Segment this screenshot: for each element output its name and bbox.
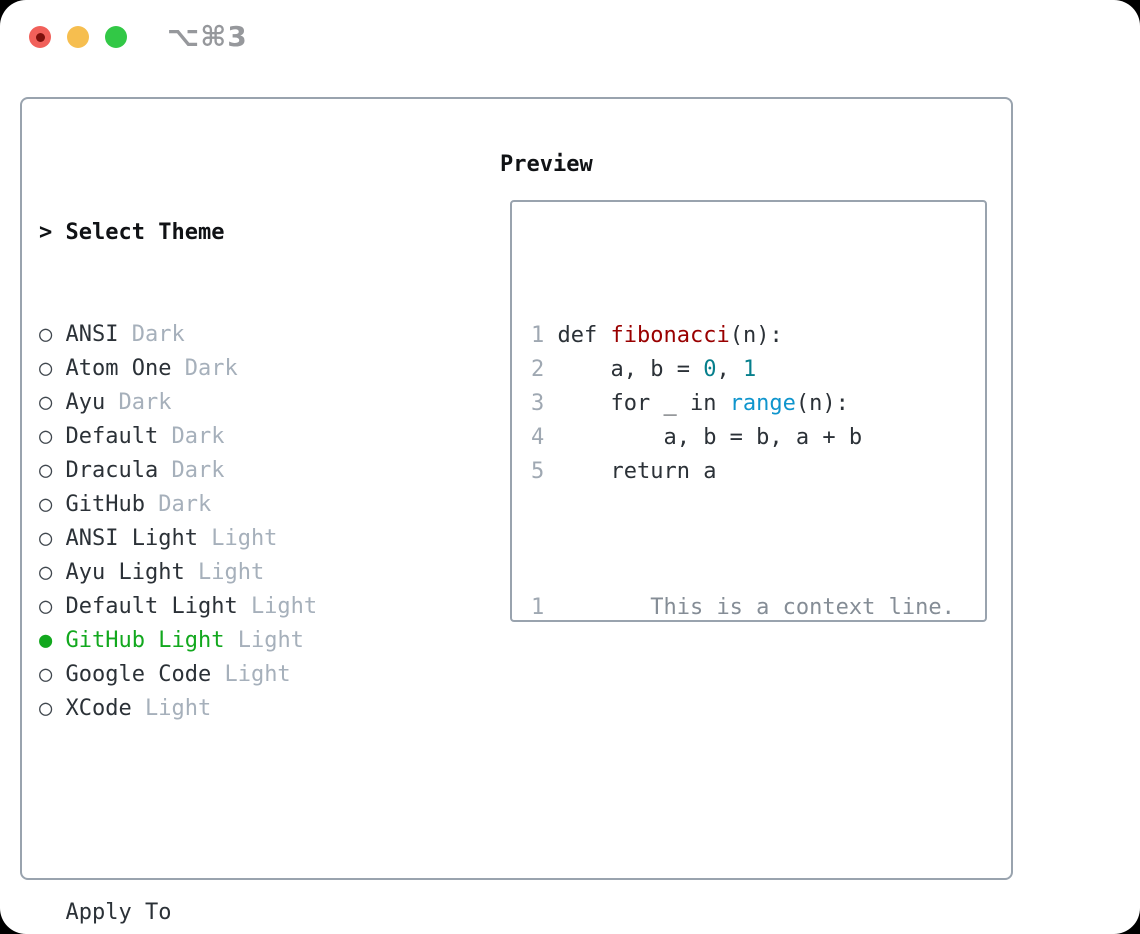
radio-unselected-icon: ○: [39, 458, 53, 483]
option-label: GitHub: [65, 492, 145, 517]
option-label: Atom One: [65, 356, 172, 381]
option-label: Ayu: [65, 390, 106, 415]
line-number: 2: [531, 357, 545, 382]
code-line: 1 def fibonacci(n):: [531, 319, 985, 353]
option-tag: Light: [224, 662, 291, 687]
option-tag: Light: [144, 696, 212, 721]
radio-unselected-icon: ○: [39, 322, 53, 347]
radio-unselected-icon: ○: [39, 356, 53, 381]
option-tag: Dark: [131, 322, 185, 347]
option-label: GitHub Light: [65, 628, 225, 653]
code-line: 3 for _ in range(n):: [531, 387, 985, 421]
apply-to-title: Apply To: [65, 900, 172, 925]
option-label: XCode: [65, 696, 132, 721]
option-tag: Dark: [158, 492, 212, 517]
code-token: a, b = b, a + b: [557, 425, 863, 450]
theme-option-ansi-dark[interactable]: ○ ANSI Dark: [39, 318, 410, 352]
theme-option-dracula-dark[interactable]: ○ Dracula Dark: [39, 454, 410, 488]
theme-option-github-dark[interactable]: ○ GitHub Dark: [39, 488, 410, 522]
close-dot-icon: [35, 32, 45, 42]
radio-unselected-icon: ○: [39, 594, 53, 619]
theme-option-default-dark[interactable]: ○ Default Dark: [39, 420, 410, 454]
radio-selected-icon: ●: [39, 628, 53, 653]
code-token: (n):: [795, 391, 849, 416]
theme-list-header: > Select Theme: [39, 216, 410, 250]
minimize-button[interactable]: [67, 26, 89, 48]
option-label: Google Code: [65, 662, 212, 687]
theme-option-ayu-light-light[interactable]: ○ Ayu Light Light: [39, 556, 410, 590]
radio-unselected-icon: ○: [39, 526, 53, 551]
option-label: Ayu Light: [65, 560, 185, 585]
option-label: Default: [65, 424, 159, 449]
option-label: Dracula: [65, 458, 159, 483]
radio-unselected-icon: ○: [39, 696, 53, 721]
code-token: 0: [703, 357, 717, 382]
theme-list: ○ ANSI Dark○ Atom One Dark○ Ayu Dark○ De…: [39, 318, 410, 726]
theme-option-google-code-light[interactable]: ○ Google Code Light: [39, 658, 410, 692]
line-number: 3: [531, 391, 545, 416]
code-token: 1: [742, 357, 757, 382]
preview-title: Preview: [500, 152, 593, 177]
option-tag: Dark: [171, 458, 225, 483]
code-token: (n):: [729, 323, 783, 348]
code-token: a, b =: [557, 357, 704, 382]
option-tag: Dark: [171, 424, 225, 449]
theme-option-default-light-light[interactable]: ○ Default Light Light: [39, 590, 410, 624]
code-token: def: [557, 323, 611, 348]
option-label: ANSI Light: [65, 526, 198, 551]
radio-unselected-icon: ○: [39, 560, 53, 585]
theme-picker-panel: > Select Theme ○ ANSI Dark○ Atom One Dar…: [20, 97, 1013, 925]
prompt-caret-icon: >: [39, 220, 53, 245]
theme-option-ayu-dark[interactable]: ○ Ayu Dark: [39, 386, 410, 420]
code-line: 4 a, b = b, a + b: [531, 421, 985, 455]
option-tag: Light: [211, 526, 278, 551]
option-tag: Light: [250, 594, 318, 619]
apply-to-header: Apply To: [39, 896, 410, 930]
line-number: 1: [531, 323, 545, 348]
line-number: 1: [531, 595, 545, 620]
diff-line-context: 1 This is a context line.: [531, 591, 985, 620]
radio-unselected-icon: ○: [39, 424, 53, 449]
close-button[interactable]: [29, 26, 51, 48]
option-tag: Dark: [184, 356, 238, 381]
line-number: 4: [531, 425, 545, 450]
radio-unselected-icon: ○: [39, 662, 53, 687]
zoom-button[interactable]: [105, 26, 127, 48]
code-token: range: [729, 391, 796, 416]
code-token: ,: [716, 357, 743, 382]
theme-list-title: Select Theme: [65, 220, 225, 245]
radio-unselected-icon: ○: [39, 390, 53, 415]
theme-option-github-light-light[interactable]: ● GitHub Light Light: [39, 624, 410, 658]
diff-preview: 1 This is a context line.2 - This line w…: [531, 591, 985, 620]
option-label: Default Light: [65, 594, 238, 619]
diff-text: This is a context line.: [557, 595, 955, 620]
line-number: 5: [531, 459, 545, 484]
theme-option-xcode-light[interactable]: ○ XCode Light: [39, 692, 410, 726]
window-shortcut-label: ⌥⌘3: [167, 20, 248, 53]
theme-option-ansi-light-light[interactable]: ○ ANSI Light Light: [39, 522, 410, 556]
option-tag: Light: [237, 628, 304, 653]
theme-list-pane: > Select Theme ○ ANSI Dark○ Atom One Dar…: [39, 148, 410, 934]
code-token: return a: [557, 459, 717, 484]
option-label: ANSI: [65, 322, 119, 347]
theme-option-atom-one-dark[interactable]: ○ Atom One Dark: [39, 352, 410, 386]
option-tag: Light: [197, 560, 265, 585]
code-token: for _ in: [557, 391, 730, 416]
code-line: 2 a, b = 0, 1: [531, 353, 985, 387]
code-line: 5 return a: [531, 455, 985, 489]
option-tag: Dark: [118, 390, 172, 415]
code-token: fibonacci: [610, 323, 730, 348]
radio-unselected-icon: ○: [39, 492, 53, 517]
